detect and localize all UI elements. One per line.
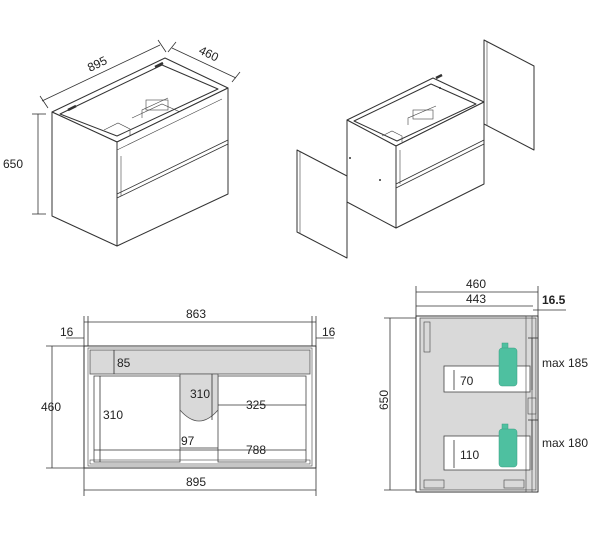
lower-max-label: max 180 xyxy=(542,436,588,450)
drawer-inner-width-label: 788 xyxy=(246,443,266,457)
overall-width-label: 895 xyxy=(186,475,206,489)
iso-height-label: 650 xyxy=(3,157,23,171)
upper-max-label: max 185 xyxy=(542,356,588,370)
side-view: 460 443 16.5 650 70 max 185 110 max 180 xyxy=(377,277,588,493)
side-left-thickness-label: 16 xyxy=(60,325,74,339)
upper-shelf-height-label: 70 xyxy=(460,374,474,388)
cutout-depth-label: 310 xyxy=(190,387,210,401)
lower-bottle-icon xyxy=(498,423,518,468)
upper-bottle-icon xyxy=(498,342,518,387)
iso-width-label: 895 xyxy=(85,53,109,75)
iso-exploded-view xyxy=(296,39,535,259)
right-width-label: 325 xyxy=(246,398,266,412)
back-gap-label: 85 xyxy=(117,356,131,370)
lower-shelf-height-label: 110 xyxy=(460,448,479,462)
side-height-label: 650 xyxy=(377,390,391,410)
iso-assembled-view: 895 460 650 xyxy=(3,39,241,247)
top-view-depth-label: 460 xyxy=(41,400,61,414)
top-view: 16 863 16 460 85 310 310 325 97 788 895 xyxy=(41,307,336,496)
front-offset-label: 16.5 xyxy=(542,293,566,307)
side-right-thickness-label: 16 xyxy=(322,325,336,339)
side-inner-depth-label: 443 xyxy=(466,292,486,306)
side-overall-depth-label: 460 xyxy=(466,277,486,291)
left-depth-label: 310 xyxy=(103,408,123,422)
cutout-offset-label: 97 xyxy=(181,434,195,448)
inner-width-label: 863 xyxy=(186,307,206,321)
